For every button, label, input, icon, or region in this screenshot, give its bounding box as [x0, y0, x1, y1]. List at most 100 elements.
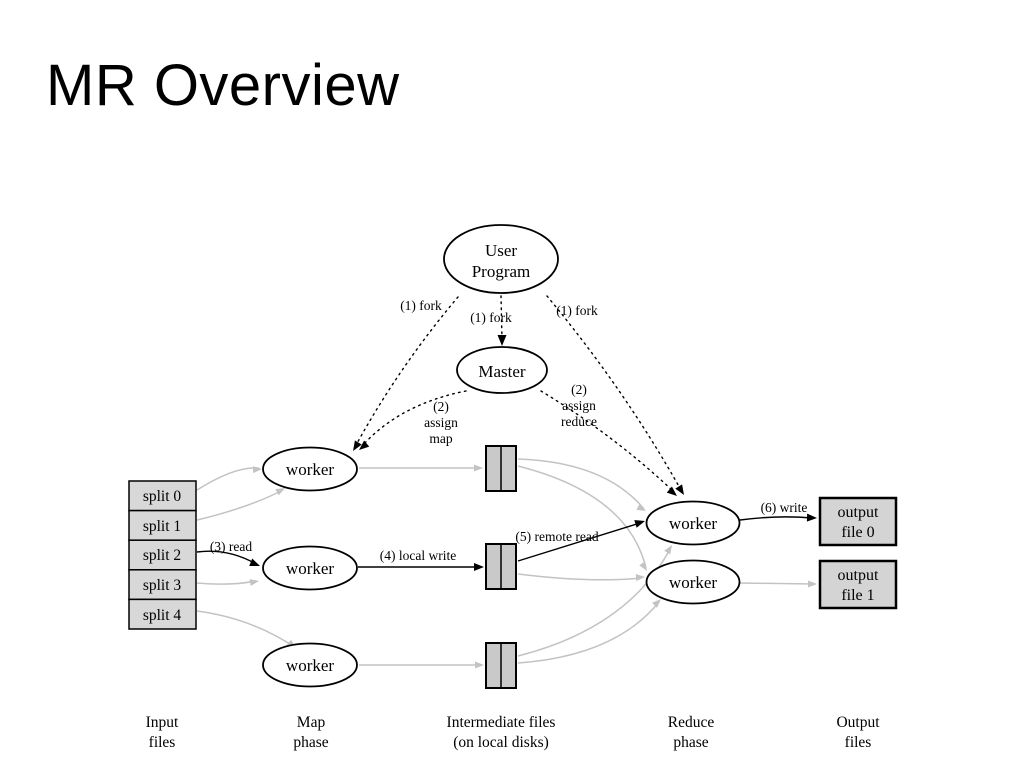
- label-assign-reduce-line2: assign: [562, 398, 596, 413]
- phase-output-line1: Output: [836, 714, 880, 731]
- intermediate-file-icon-1: [485, 543, 517, 590]
- phase-output-line2: files: [845, 734, 872, 751]
- worker-label: worker: [669, 573, 717, 592]
- arrowhead-icon: [664, 545, 672, 555]
- label-assign-reduce-line3: reduce: [561, 414, 597, 429]
- edge-file0-reduce0: [517, 458, 645, 510]
- phase-reduce-line1: Reduce: [668, 714, 715, 731]
- arrowhead-icon: [497, 335, 507, 346]
- label-fork-left: (1) fork: [400, 298, 442, 313]
- split-label: split 1: [143, 518, 181, 535]
- edge-remote-read: [517, 522, 641, 562]
- arrowhead-icon: [475, 661, 484, 669]
- phase-intermediate-line1: Intermediate files: [447, 714, 556, 731]
- label-fork-right: (1) fork: [556, 303, 598, 318]
- arrowhead-icon: [639, 561, 647, 571]
- arrowhead-icon: [806, 513, 817, 522]
- split-label: split 0: [143, 488, 182, 505]
- output-file1-line2: file 1: [841, 587, 874, 604]
- label-local-write: (4) local write: [380, 548, 456, 563]
- node-reduce-worker-1: [645, 559, 741, 605]
- user-program-label-line1: User: [485, 241, 517, 260]
- intermediate-file-icon-0: [485, 445, 517, 492]
- label-fork-center: (1) fork: [470, 310, 512, 325]
- edge-file1-reduce1: [517, 573, 642, 581]
- arrowhead-icon: [808, 580, 817, 588]
- edge-split0-worker0: [196, 467, 260, 491]
- edge-split1-worker0: [196, 489, 284, 521]
- intermediate-file-icon-2: [485, 642, 517, 689]
- node-map-worker-1: [262, 545, 358, 591]
- node-map-worker-0: [262, 446, 358, 492]
- edge-fork-reduce0: [546, 295, 682, 491]
- label-remote-read: (5) remote read: [515, 529, 598, 544]
- phase-map-line1: Map: [297, 714, 326, 731]
- arrowhead-icon: [675, 484, 684, 495]
- output-files: output file 0 output file 1: [818, 496, 898, 610]
- worker-label: worker: [286, 559, 334, 578]
- edge-file2-reduce1: [517, 601, 660, 664]
- arrowhead-icon: [249, 558, 260, 566]
- arrowhead-icon: [636, 503, 646, 511]
- label-read: (3) read: [210, 539, 253, 554]
- split-label: split 3: [143, 577, 182, 594]
- phase-input-line1: Input: [146, 714, 179, 731]
- arrowhead-icon: [249, 579, 259, 587]
- node-reduce-worker-0: [645, 500, 741, 546]
- arrowhead-icon: [474, 563, 484, 571]
- edge-split3-worker1: [196, 580, 257, 585]
- edge-file0-reduce1: [517, 465, 647, 569]
- phase-intermediate-line2: (on local disks): [453, 734, 549, 751]
- output-file0-line1: output: [838, 504, 879, 521]
- edge-fork-master: [500, 295, 503, 340]
- arrowhead-icon: [634, 520, 645, 528]
- intermediate-files: [485, 445, 517, 689]
- phase-captions: Input files Map phase Intermediate files…: [146, 714, 881, 751]
- edge-assign-reduce: [540, 390, 675, 493]
- master-label: Master: [478, 362, 526, 381]
- edge-split4-worker2: [196, 610, 294, 647]
- worker-label: worker: [286, 460, 334, 479]
- arrowhead-icon: [275, 488, 285, 496]
- arrowhead-icon: [666, 486, 677, 496]
- split-label: split 4: [143, 607, 182, 624]
- split-box-4: [128, 598, 197, 630]
- dotted-edges: [353, 295, 684, 496]
- output-file-box-0: [818, 496, 898, 547]
- arrowhead-icon: [652, 599, 661, 608]
- label-assign-map-line3: map: [429, 431, 452, 446]
- worker-label: worker: [286, 656, 334, 675]
- edge-reduce1-output1: [739, 582, 814, 585]
- arrowhead-icon: [635, 573, 645, 581]
- edge-annotations: (1) fork (1) fork (1) fork (2) assign ma…: [210, 298, 808, 563]
- node-master: [456, 346, 548, 394]
- phase-input-line2: files: [149, 734, 176, 751]
- split-box-1: [128, 509, 197, 541]
- output-file0-line2: file 0: [841, 524, 874, 541]
- label-write: (6) write: [761, 500, 808, 515]
- label-assign-map-line2: assign: [424, 415, 458, 430]
- arrowhead-icon: [252, 466, 262, 474]
- label-assign-reduce-line1: (2): [571, 382, 587, 397]
- node-map-worker-2: [262, 642, 358, 688]
- black-edges: [196, 513, 817, 571]
- arrowhead-icon: [359, 440, 370, 450]
- phase-map-line2: phase: [293, 734, 328, 751]
- node-user-program: [443, 224, 559, 294]
- arrowhead-icon: [474, 464, 483, 472]
- slide-title: MR Overview: [46, 53, 400, 118]
- input-split-stack: split 0 split 1 split 2 split 3 split 4: [128, 480, 197, 630]
- edge-write: [739, 516, 813, 521]
- user-program-label-line2: Program: [472, 262, 531, 281]
- output-file1-line1: output: [838, 567, 879, 584]
- nodes: User Program Master worker worker worker…: [262, 224, 741, 688]
- edge-fork-worker0: [354, 296, 459, 448]
- label-assign-map-line1: (2): [433, 399, 449, 414]
- output-file-box-1: [818, 559, 898, 610]
- phase-reduce-line2: phase: [673, 734, 708, 751]
- arrowhead-icon: [353, 440, 362, 451]
- worker-label: worker: [669, 514, 717, 533]
- split-label: split 2: [143, 547, 181, 564]
